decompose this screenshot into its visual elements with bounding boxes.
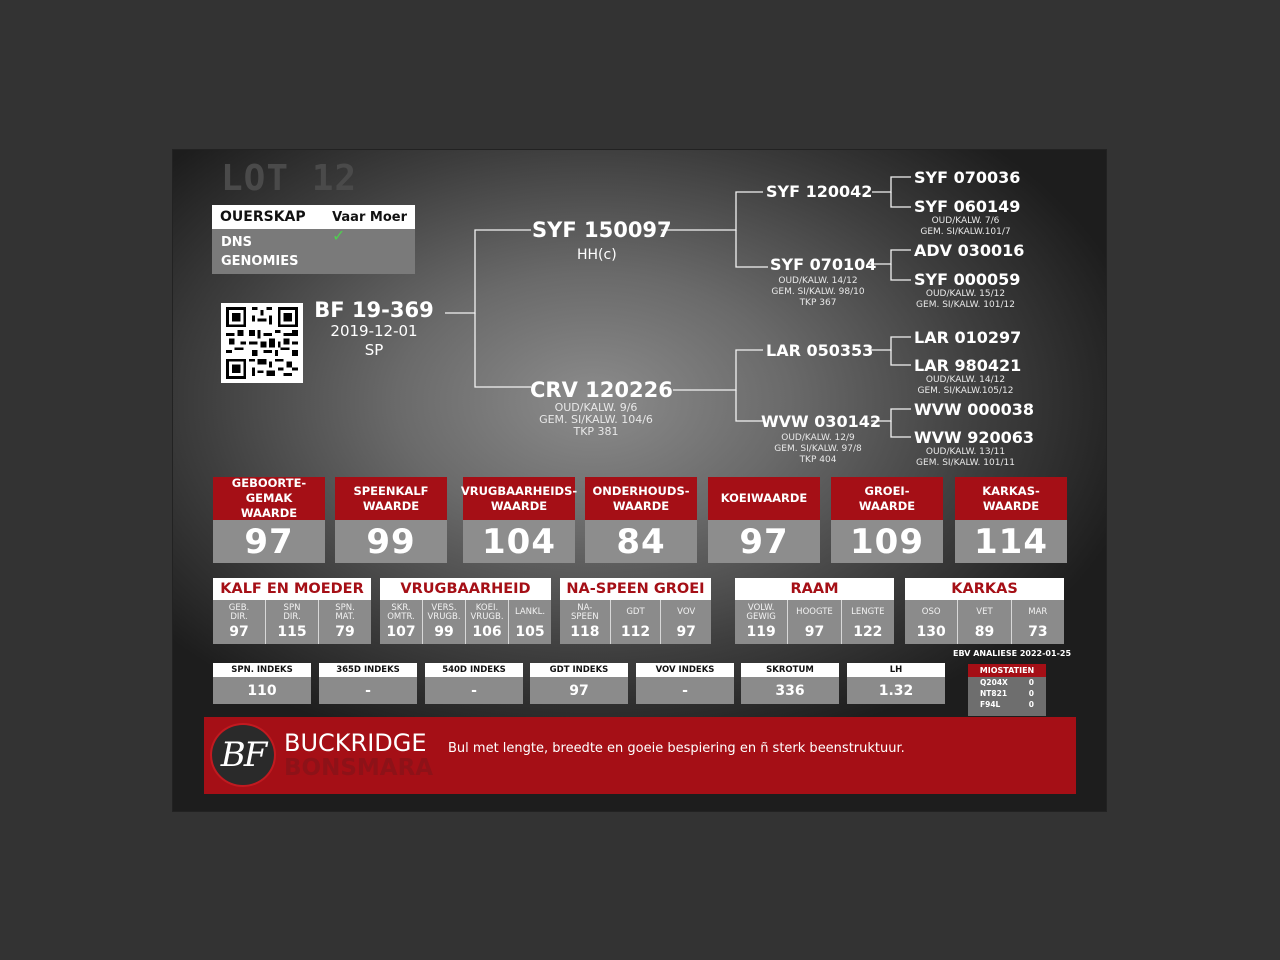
ssd-id: SYF 060149 — [914, 197, 1021, 216]
ddd-details: OUD/KALW. 13/11 GEM. SI/KALW. 101/11 — [916, 447, 1015, 468]
dss-id: LAR 010297 — [914, 328, 1022, 347]
footer-banner: BF BUCKRIDGE BONSMARA Bul met lengte, br… — [204, 717, 1076, 794]
dsd-id: LAR 980421 — [914, 356, 1022, 375]
index-vov: VOV INDEKS- — [636, 663, 734, 704]
dam-details: OUD/KALW. 9/6 GEM. SI/KALW. 104/6 TKP 38… — [539, 401, 653, 438]
sire-dam-details: OUD/KALW. 14/12 GEM. SI/KALW. 98/10 TKP … — [771, 276, 865, 308]
parentage-row-dns: DNS — [221, 235, 253, 250]
birth-date: 2019-12-01 — [330, 322, 418, 340]
qr-code-icon[interactable] — [221, 303, 303, 383]
group-fertility: VRUGBAARHEID SKR.OMTR.107 VERS.VRUGB.99 … — [380, 578, 551, 644]
sale-card: LOT 12 OUERSKAP Vaar Moer DNS GENOMIES ✓ — [172, 149, 1107, 812]
dds-id: WVW 000038 — [914, 400, 1035, 419]
brand-subname: BONSMARA — [284, 755, 434, 781]
sire-sire-id: SYF 120042 — [766, 182, 873, 201]
sire-id: SYF 150097 — [532, 218, 672, 242]
ebv-analysis-date: EBV ANALIESE 2022-01-25 — [953, 649, 1072, 658]
dam-dam-details: OUD/KALW. 12/9 GEM. SI/KALW. 97/8 TKP 40… — [774, 433, 862, 465]
ebv-carcass: KARKAS-WAARDE 114 — [955, 477, 1067, 563]
sdd-details: OUD/KALW. 15/12 GEM. SI/KALW. 101/12 — [916, 289, 1015, 310]
bull-description: Bul met lengte, breedte en goeie bespier… — [448, 741, 905, 756]
ebv-cow: KOEIWAARDE 97 — [708, 477, 820, 563]
lot-number: LOT 12 — [221, 158, 358, 199]
brand-logo: BF — [210, 723, 276, 787]
check-icon: ✓ — [332, 226, 346, 245]
dam-dam-id: WVW 030142 — [761, 412, 882, 431]
sdd-id: SYF 000059 — [914, 270, 1021, 289]
ebv-growth: GROEI-WAARDE 109 — [831, 477, 943, 563]
ebv-fertility: VRUGBAARHEIDS-WAARDE 104 — [461, 477, 577, 563]
pedigree-lines — [445, 176, 911, 438]
brand-name: BUCKRIDGE — [284, 729, 427, 757]
parentage-box: OUERSKAP Vaar Moer DNS GENOMIES ✓ — [212, 205, 415, 274]
parentage-columns: Vaar Moer — [332, 209, 407, 225]
sire-dam-id: SYF 070104 — [770, 255, 877, 274]
sire-note: HH(c) — [577, 247, 617, 263]
sds-id: ADV 030016 — [914, 241, 1025, 260]
dam-sire-id: LAR 050353 — [766, 341, 874, 360]
animal-info: BF 19-369 2019-12-01 SP — [313, 298, 435, 360]
animal-code: SP — [364, 341, 384, 359]
sss-id: SYF 070036 — [914, 168, 1021, 187]
animal-id: BF 19-369 — [314, 298, 434, 322]
index-365d: 365D INDEKS- — [319, 663, 417, 704]
parentage-row-genomies: GENOMIES — [221, 254, 299, 269]
index-540d: 540D INDEKS- — [425, 663, 523, 704]
ebv-maintenance: ONDERHOUDS-WAARDE 84 — [585, 477, 697, 563]
parentage-title: OUERSKAP — [220, 209, 306, 225]
dam-id: CRV 120226 — [530, 378, 673, 402]
ddd-id: WVW 920063 — [914, 428, 1035, 447]
dsd-details: OUD/KALW. 14/12 GEM. SI/KALW.105/12 — [917, 375, 1014, 396]
ebv-birth-ease: GEBOORTE-GEMAK WAARDE 97 — [213, 476, 325, 563]
ssd-details: OUD/KALW. 7/6 GEM. SI/KALW.101/7 — [920, 216, 1011, 237]
